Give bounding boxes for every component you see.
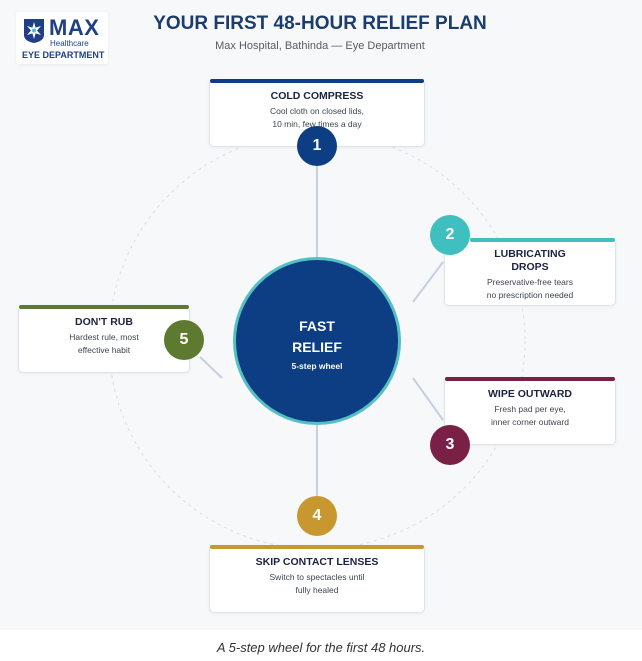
step-card-1-title: COLD COMPRESS	[214, 90, 420, 103]
step-card-1-accent	[210, 79, 424, 83]
center-title-line-1: FAST	[299, 318, 335, 334]
step-card-3-desc: Fresh pad per eye, inner corner outward	[449, 403, 611, 429]
step-card-3-desc-line-1: Fresh pad per eye,	[494, 404, 566, 414]
step-card-3-title-line: WIPE OUTWARD	[488, 388, 572, 400]
step-card-5-title: DON'T RUB	[23, 316, 185, 329]
step-card-4-accent	[210, 545, 424, 549]
step-card-2: LUBRICATING DROPS Preservative-free tear…	[444, 238, 616, 306]
brand-logo: MAX Healthcare EYE DEPARTMENT	[16, 12, 108, 64]
star-emblem-icon	[24, 19, 44, 43]
step-card-3-desc-line-2: inner corner outward	[491, 417, 569, 427]
step-card-2-title: LUBRICATING DROPS	[449, 248, 611, 274]
step-card-3-accent	[445, 377, 615, 381]
step-card-1: COLD COMPRESS Cool cloth on closed lids,…	[209, 79, 425, 147]
step-card-5-desc-line-2: effective habit	[77, 345, 131, 355]
step-card-3-title: WIPE OUTWARD	[449, 388, 611, 401]
step-card-4-title: SKIP CONTACT LENSES	[214, 556, 420, 569]
step-card-2-title-line-1: LUBRICATING	[494, 248, 566, 260]
diagram-canvas: MAX Healthcare EYE DEPARTMENT YOUR FIRST…	[16, 12, 616, 613]
brand-tagline: Healthcare	[50, 39, 89, 48]
page-subtitle: Max Hospital, Bathinda — Eye Department	[215, 40, 425, 52]
step-card-5-accent	[19, 305, 189, 309]
step-card-4: SKIP CONTACT LENSES Switch to spectacles…	[209, 545, 425, 613]
step-card-2-desc: Preservative-free tears no prescription …	[449, 276, 611, 302]
step-badge-2: 2	[430, 215, 470, 255]
center-subtitle: 5-step wheel	[291, 361, 343, 371]
step-card-4-desc-line-1: Switch to spectacles until	[269, 572, 365, 582]
step-badge-4: 4	[297, 496, 337, 536]
spoke-step-2	[412, 261, 444, 303]
center-hub: FAST RELIEF 5-step wheel	[233, 257, 401, 425]
step-card-4-title-line: SKIP CONTACT LENSES	[255, 556, 379, 568]
figure-caption: A 5-step wheel for the first 48 hours.	[216, 640, 426, 655]
center-title-line-2: RELIEF	[292, 339, 342, 355]
step-card-2-desc-line-2: no prescription needed	[486, 290, 574, 300]
step-card-5: DON'T RUB Hardest rule, most effective h…	[18, 305, 190, 373]
step-card-1-desc-line-2: 10 min, few times a day	[272, 119, 362, 129]
brand-name: MAX	[49, 15, 100, 40]
step-badge-5: 5	[164, 320, 204, 360]
step-card-2-accent	[470, 238, 615, 242]
page-title: YOUR FIRST 48-HOUR RELIEF PLAN	[153, 13, 487, 34]
step-card-4-desc-line-2: fully healed	[295, 585, 339, 595]
step-card-5-desc-line-1: Hardest rule, most	[69, 332, 139, 342]
brand-department: EYE DEPARTMENT	[22, 50, 105, 60]
spoke-step-3	[412, 377, 444, 421]
step-card-5-desc: Hardest rule, most effective habit	[23, 331, 185, 357]
spoke-step-5	[199, 356, 223, 379]
step-card-1-title-line: COLD COMPRESS	[270, 90, 364, 102]
step-badge-3: 3	[430, 425, 470, 465]
step-card-2-desc-line-1: Preservative-free tears	[487, 277, 573, 287]
step-card-3: WIPE OUTWARD Fresh pad per eye, inner co…	[444, 377, 616, 445]
step-card-1-desc-line-1: Cool cloth on closed lids,	[269, 106, 365, 116]
step-card-2-title-line-2: DROPS	[511, 261, 549, 273]
step-card-1-desc: Cool cloth on closed lids, 10 min, few t…	[214, 105, 420, 131]
step-card-5-title-line: DON'T RUB	[75, 316, 133, 328]
step-card-4-desc: Switch to spectacles until fully healed	[214, 571, 420, 597]
step-badge-1: 1	[297, 126, 337, 166]
